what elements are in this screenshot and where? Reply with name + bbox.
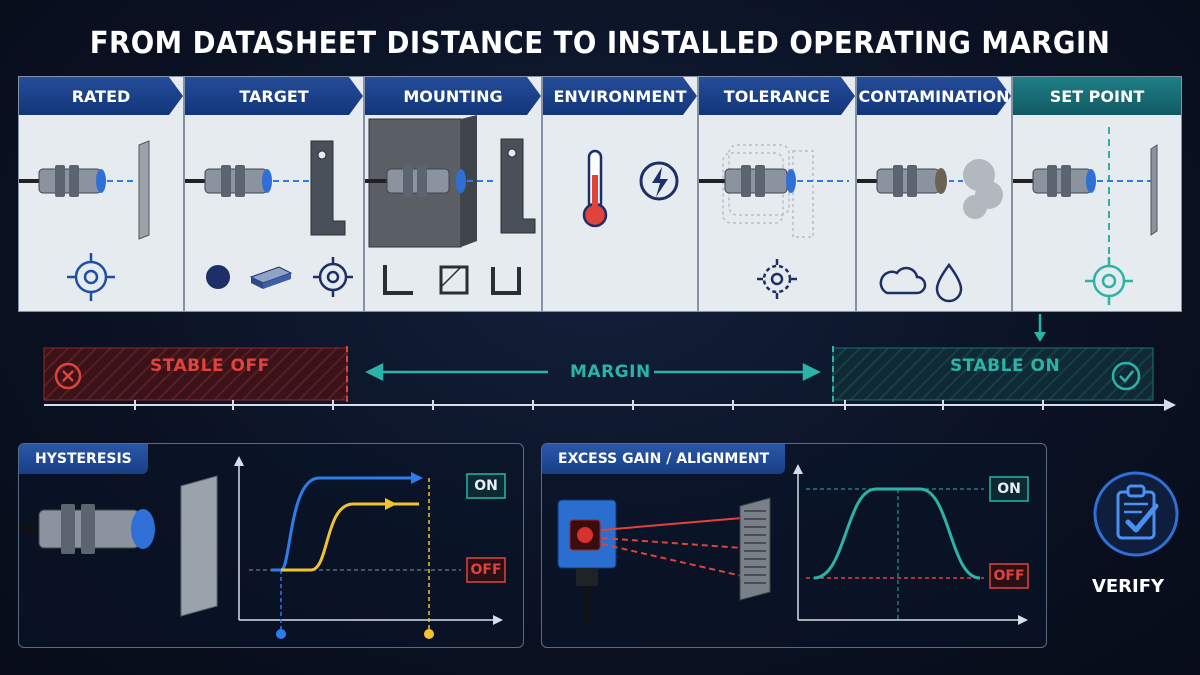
off-badge-frame [466,557,506,583]
target-plate-icon [138,140,150,240]
crosshair-icon [1085,257,1133,305]
verify-label: VERIFY [1091,576,1165,597]
crosshair-icon [757,259,797,299]
stage-label: CONTAMINATION [857,77,1011,115]
flush-mount-icon [383,265,413,295]
target-plate-icon [1150,144,1158,236]
sensor-icon [876,165,947,197]
stage-label: ENVIRONMENT [543,77,697,115]
on-badge: ON [474,478,498,494]
bracket-icon [500,138,536,234]
margin-arrow-icon [365,362,821,382]
excess-gain-diagram [557,464,1029,626]
falling-curve [281,502,419,572]
sensor-icon [724,165,796,197]
excess-gain-tag: EXCESS GAIN / ALIGNMENT [542,444,786,474]
page-title: FROM DATASHEET DISTANCE TO INSTALLED OPE… [89,26,1111,61]
sensor-icon [1032,165,1096,197]
axis-ticks [134,400,1044,410]
stage-tolerance: TOLERANCE [698,76,856,312]
recess-mount-icon [491,267,521,295]
hysteresis-tag: HYSTERESIS [19,444,148,474]
round-target-icon [206,265,230,289]
on-badge-frame [989,476,1029,502]
rising-curve [271,476,419,572]
off-badge: OFF [993,568,1025,584]
photoelectric-sensor-icon [557,499,617,626]
tolerance-illustration [699,144,849,299]
stage-target: TARGET [184,76,364,312]
crosshair-icon [313,257,353,297]
stage-strip: RATED [18,76,1182,312]
gain-curve [813,487,981,580]
stable-off-label: STABLE OFF [150,356,270,376]
sensor-icon [38,504,155,554]
light-beam-icon [601,517,743,577]
on-badge: ON [997,481,1021,497]
target-plate-icon [180,475,218,617]
check-circle-icon [1111,361,1141,391]
thermometer-icon [582,149,608,228]
stage-label: TOLERANCE [699,77,855,115]
target-illustration [185,140,353,297]
stage-mounting: MOUNTING [364,76,542,312]
stage-label: MOUNTING [365,77,541,115]
rated-illustration [19,140,150,301]
water-drop-icon [935,262,963,303]
off-badge: OFF [470,562,502,578]
crosshair-icon [67,253,115,301]
sensor-icon [38,165,106,197]
hysteresis-panel: HYSTERESIS ON OFF [18,443,524,648]
cloud-icon [879,266,927,295]
excess-gain-panel: EXCESS GAIN / ALIGNMENT [541,443,1047,648]
stage-rated: RATED [18,76,184,312]
environment-illustration [582,149,679,228]
dust-cloud-icon [963,159,1003,219]
stage-label: RATED [19,77,183,115]
sensor-icon [386,165,466,197]
embedded-mount-icon [439,265,469,295]
bracket-icon [310,140,346,236]
reflector-icon [739,497,771,601]
stable-on-label: STABLE ON [950,356,1061,376]
stage-label: TARGET [185,77,363,115]
stage-set-point: SET POINT [1012,76,1182,312]
set-point-down-arrow-icon [1034,314,1046,342]
stage-contamination: CONTAMINATION [856,76,1012,312]
sensor-icon [204,165,272,197]
stage-label: SET POINT [1013,77,1181,115]
electrical-interference-icon [639,161,679,201]
margin-band [43,346,1176,411]
x-circle-icon [54,362,82,390]
verify-block: VERIFY [1068,470,1188,620]
clipboard-check-icon [1093,471,1179,557]
stable-on-zone [832,347,1154,401]
flat-target-icon [249,266,293,289]
margin-label: MARGIN [570,362,651,382]
stable-off-zone [43,347,348,401]
set-point-illustration [1013,127,1158,305]
on-badge-frame [466,473,506,499]
mounting-illustration [365,115,536,295]
off-point-marker [424,629,434,639]
on-point-marker [276,629,286,639]
hysteresis-diagram [19,456,506,639]
contamination-illustration [857,159,1003,303]
off-badge-frame [989,563,1029,589]
stage-environment: ENVIRONMENT [542,76,698,312]
